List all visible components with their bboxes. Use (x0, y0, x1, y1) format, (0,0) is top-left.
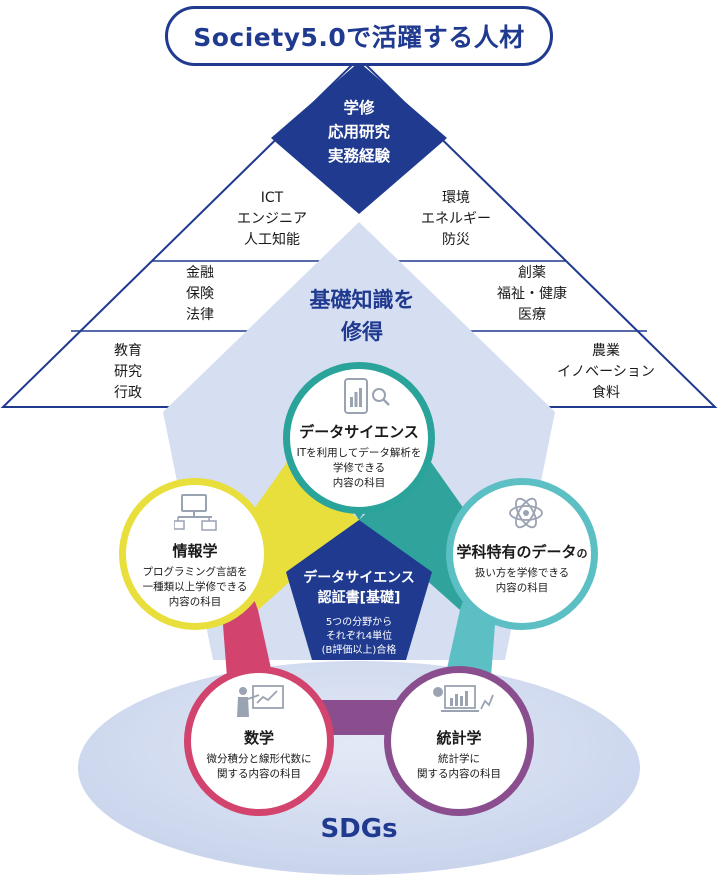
circle-data-science: データサイエンス ITを利用してデータ解析を 学修できる 内容の科目 (283, 362, 435, 514)
laptop-stats-icon (433, 685, 494, 712)
field-ict: ICT エンジニア 人工知能 (232, 188, 312, 251)
certificate-pentagon (286, 520, 432, 660)
certificate-desc-line: それぞれ4単位 (325, 631, 393, 642)
field-finance: 金融 保険 法律 (170, 263, 230, 326)
circle-informatics: 情報学 プログラミング言語を 一種類以上学修できる 内容の科目 (119, 478, 271, 630)
presenter-chart-icon (237, 685, 284, 717)
certificate-title-line: データサイエンス (303, 570, 415, 586)
field-drug: 創薬 福祉・健康 医療 (484, 263, 580, 326)
field-line: ICT (260, 190, 284, 206)
sdgs-label: SDGs (320, 814, 398, 844)
field-line: 行政 (114, 385, 142, 401)
desc-line: 扱い方を学修できる (474, 567, 570, 579)
field-line: 人工知能 (244, 232, 300, 248)
subject-desc: 微分積分と線形代数に 関する内容の科目 (191, 752, 327, 782)
field-environment: 環境 エネルギー 防災 (408, 188, 504, 251)
subject-title: 統計学 (436, 729, 482, 747)
computer-network-icon (174, 494, 217, 531)
subject-title: 数学 (243, 729, 274, 747)
diamond-line: 応用研究 (327, 123, 390, 141)
circle-statistics: 統計学 統計学に 関する内容の科目 (384, 666, 534, 816)
field-line: 教育 (114, 343, 142, 359)
diamond-line: 実務経験 (327, 147, 390, 165)
subject-title: 情報学 (172, 542, 218, 560)
desc-line: 関する内容の科目 (417, 768, 501, 780)
desc-line: 微分積分と線形代数に (206, 753, 312, 765)
desc-line: プログラミング言語を (142, 566, 248, 578)
desc-line: 一種類以上学修できる (142, 581, 248, 593)
field-line: 環境 (442, 190, 470, 206)
certificate-desc-line: (B評価以上)合格 (321, 645, 397, 656)
subject-desc: 統計学に 関する内容の科目 (391, 752, 527, 782)
field-line: 創薬 (518, 265, 546, 281)
field-line: 防災 (442, 232, 470, 248)
field-agriculture: 農業 イノベーション 食料 (548, 341, 664, 404)
subject-title: データサイエンス (299, 423, 419, 441)
field-line: 保険 (186, 286, 214, 302)
field-line: 食料 (592, 385, 620, 401)
desc-line: 統計学に (438, 753, 480, 765)
circle-mathematics: 数学 微分積分と線形代数に 関する内容の科目 (184, 666, 334, 816)
subject-title: 学科特有のデータの (453, 541, 591, 562)
desc-line: 関する内容の科目 (217, 768, 301, 780)
title-banner: Society5.0で活躍する人材 (165, 6, 553, 66)
subject-desc: ITを利用してデータ解析を 学修できる 内容の科目 (290, 446, 428, 491)
field-line: エネルギー (421, 211, 491, 227)
field-line: エンジニア (237, 211, 307, 227)
desc-line: 内容の科目 (168, 596, 222, 608)
basic-knowledge-label: 基礎知識を 修得 (262, 284, 462, 348)
diamond-text: 学修 応用研究 実務経験 (289, 96, 429, 168)
desc-line: 学修できる (332, 462, 386, 474)
subject-title-tail: の (576, 547, 588, 560)
certificate-desc-line: 5つの分野から (325, 617, 393, 628)
basic-knowledge-line: 基礎知識を (309, 288, 415, 312)
circle-field-data: 学科特有のデータの 扱い方を学修できる 内容の科目 (446, 478, 598, 630)
field-line: 医療 (518, 307, 546, 323)
subject-desc: プログラミング言語を 一種類以上学修できる 内容の科目 (126, 565, 264, 610)
subject-title-sub: データ (531, 543, 577, 561)
basic-knowledge-line: 修得 (341, 320, 383, 344)
field-line: 福祉・健康 (497, 286, 567, 302)
desc-line: 内容の科目 (332, 477, 386, 489)
desc-line: ITを利用してデータ解析を (296, 447, 422, 459)
field-line: 金融 (186, 265, 214, 281)
molecule-icon (509, 497, 543, 529)
page-title: Society5.0で活躍する人材 (193, 23, 525, 52)
field-education: 教育 研究 行政 (98, 341, 158, 404)
top-diamond (271, 62, 447, 214)
field-line: 法律 (186, 307, 214, 323)
diamond-line: 学修 (343, 99, 375, 117)
certificate-desc: 5つの分野から それぞれ4単位 (B評価以上)合格 (288, 616, 430, 658)
certificate-text: データサイエンス 認証書[基礎] 5つの分野から それぞれ4単位 (B評価以上)… (288, 568, 430, 658)
desc-line: 内容の科目 (495, 582, 549, 594)
certificate-title-line: 認証書[基礎] (317, 590, 401, 606)
field-line: 研究 (114, 364, 142, 380)
tablet-chart-icon (344, 378, 390, 414)
field-line: 農業 (592, 343, 620, 359)
subject-desc: 扱い方を学修できる 内容の科目 (453, 566, 591, 596)
subject-title-main: 学科特有の (456, 543, 532, 561)
field-line: イノベーション (557, 364, 655, 380)
